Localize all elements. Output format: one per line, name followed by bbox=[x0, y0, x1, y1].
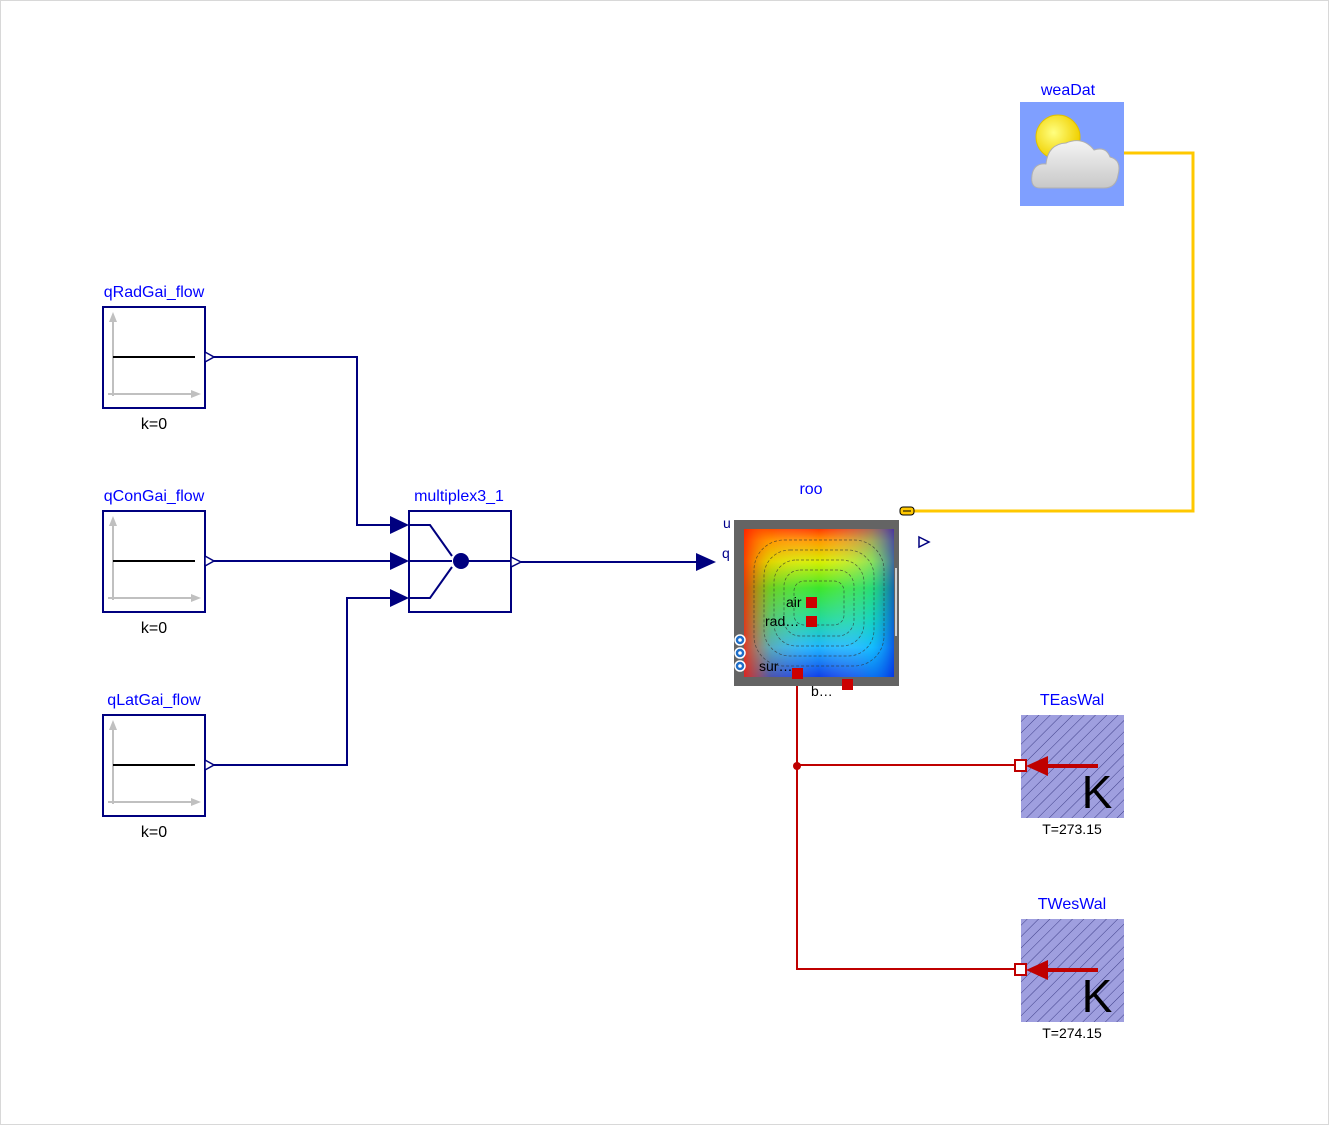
block-qConGai-flow[interactable]: qConGai_flow k=0 bbox=[102, 488, 216, 637]
parameter-label: k=0 bbox=[141, 824, 167, 841]
surface-heat-port-icon[interactable] bbox=[792, 668, 803, 679]
air-heat-port-icon[interactable] bbox=[806, 597, 817, 608]
unit-kelvin-label: K bbox=[1082, 970, 1113, 1022]
block-multiplex3-1[interactable]: multiplex3_1 bbox=[390, 488, 523, 613]
parameter-label: T=274.15 bbox=[1042, 1025, 1102, 1041]
block-name-label: roo bbox=[799, 481, 822, 498]
input-q-label: q bbox=[722, 545, 730, 561]
input-q-port-icon[interactable] bbox=[696, 553, 716, 571]
parameter-label: k=0 bbox=[141, 416, 167, 433]
block-east-wall-temperature[interactable]: TEasWal K T=273.15 bbox=[1014, 692, 1124, 837]
heat-connections bbox=[796, 677, 1020, 970]
fluid-ports-icon[interactable] bbox=[734, 634, 746, 672]
port-b-label: b… bbox=[811, 683, 833, 699]
airflow-streamlines-icon bbox=[753, 539, 885, 667]
fluid-port-b-icon[interactable] bbox=[842, 679, 853, 690]
connection-junction-dot bbox=[793, 762, 801, 770]
constant-graph-icon bbox=[108, 312, 201, 398]
output-port-icon[interactable] bbox=[204, 554, 216, 568]
unit-kelvin-label: K bbox=[1082, 766, 1113, 818]
output-port-icon[interactable] bbox=[204, 758, 216, 772]
block-weather-data[interactable]: weaDat bbox=[1020, 82, 1124, 206]
block-name-label: weaDat bbox=[1040, 82, 1096, 99]
constant-graph-icon bbox=[108, 516, 201, 602]
block-name-label: qRadGai_flow bbox=[104, 284, 205, 301]
wire-qRadGai-to-multiplex[interactable] bbox=[214, 356, 390, 526]
sun-cloud-icon bbox=[1031, 114, 1120, 189]
block-name-label: qLatGai_flow bbox=[107, 692, 201, 709]
weather-bus-port-icon[interactable] bbox=[899, 506, 915, 516]
radiative-heat-port-icon[interactable] bbox=[806, 616, 817, 627]
wire-qLatGai-to-multiplex[interactable] bbox=[214, 597, 390, 766]
port-surf-label: sur… bbox=[759, 658, 792, 674]
constant-graph-icon bbox=[108, 720, 201, 806]
input-port-3-icon[interactable] bbox=[390, 589, 409, 607]
parameter-label: k=0 bbox=[141, 620, 167, 637]
signal-connections bbox=[214, 356, 696, 766]
room-output-port-icon[interactable] bbox=[918, 535, 931, 549]
input-port-1-icon[interactable] bbox=[390, 516, 409, 534]
heat-port-icon[interactable] bbox=[1014, 759, 1027, 772]
block-name-label: qConGai_flow bbox=[104, 488, 205, 505]
wire-junction-to-west-wall[interactable] bbox=[796, 765, 1020, 970]
block-qRadGai-flow[interactable]: qRadGai_flow k=0 bbox=[102, 284, 216, 433]
parameter-label: T=273.15 bbox=[1042, 821, 1102, 837]
output-port-icon[interactable] bbox=[510, 555, 523, 569]
multiplex-symbol-icon bbox=[409, 524, 511, 599]
block-name-label: TEasWal bbox=[1040, 692, 1104, 709]
block-west-wall-temperature[interactable]: TWesWal K T=274.15 bbox=[1014, 896, 1124, 1041]
block-name-label: multiplex3_1 bbox=[414, 488, 504, 505]
weather-bus-connection[interactable] bbox=[906, 151, 1195, 513]
port-air-label: air bbox=[786, 594, 802, 610]
block-qLatGai-flow[interactable]: qLatGai_flow k=0 bbox=[102, 692, 216, 841]
output-port-icon[interactable] bbox=[204, 350, 216, 364]
input-port-2-icon[interactable] bbox=[390, 552, 409, 570]
port-rad-label: rad… bbox=[765, 613, 799, 629]
block-name-label: TWesWal bbox=[1038, 896, 1106, 913]
block-room[interactable]: roo u q air rad… sur… b… bbox=[696, 481, 931, 699]
input-u-label: u bbox=[723, 515, 731, 531]
multiplex-node-icon bbox=[453, 553, 469, 569]
heat-port-icon[interactable] bbox=[1014, 963, 1027, 976]
